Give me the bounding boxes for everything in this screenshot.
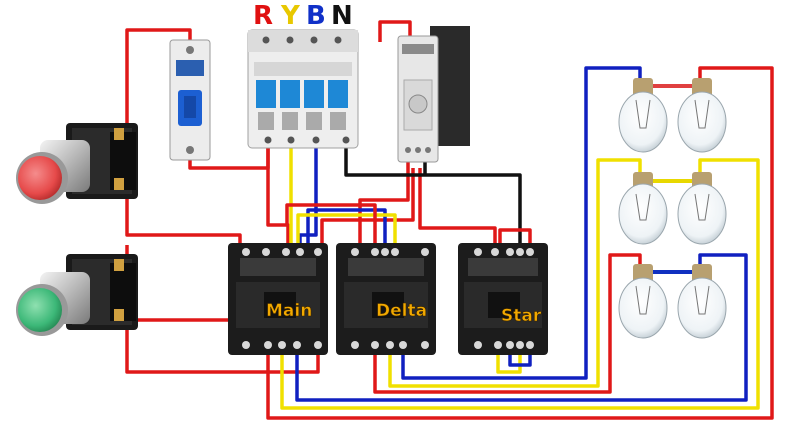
lamp-5 [618,264,668,339]
phase-r-label: R [253,1,273,31]
phase-n-label: N [331,1,353,31]
contactor-star-label: Star [501,306,542,326]
contactor-star[interactable]: Star [458,243,548,355]
lamp-3 [618,172,668,245]
star-delta-timer[interactable] [397,26,470,163]
stop-button-cap[interactable] [18,156,62,200]
stop-push-button[interactable] [16,123,138,204]
contactor-delta-label: Delta [376,301,427,321]
lamp-6 [677,264,727,339]
four-pole-mcb[interactable] [247,29,359,149]
lamp-1 [618,78,668,153]
lamp-2 [677,78,727,153]
contactor-main-label: Main [266,301,312,321]
phase-b-label: B [306,1,326,31]
phase-y-label: Y [280,1,301,31]
lamp-bank [618,78,727,339]
contactor-main[interactable]: Main [228,243,328,355]
lamp-4 [677,172,727,245]
start-button-cap[interactable] [18,288,62,332]
control-mcb[interactable] [169,39,211,161]
start-push-button[interactable] [16,254,138,336]
contactor-delta[interactable]: Delta [336,243,436,355]
wires [125,20,774,420]
supply-phase-labels: R Y B N [253,1,353,31]
